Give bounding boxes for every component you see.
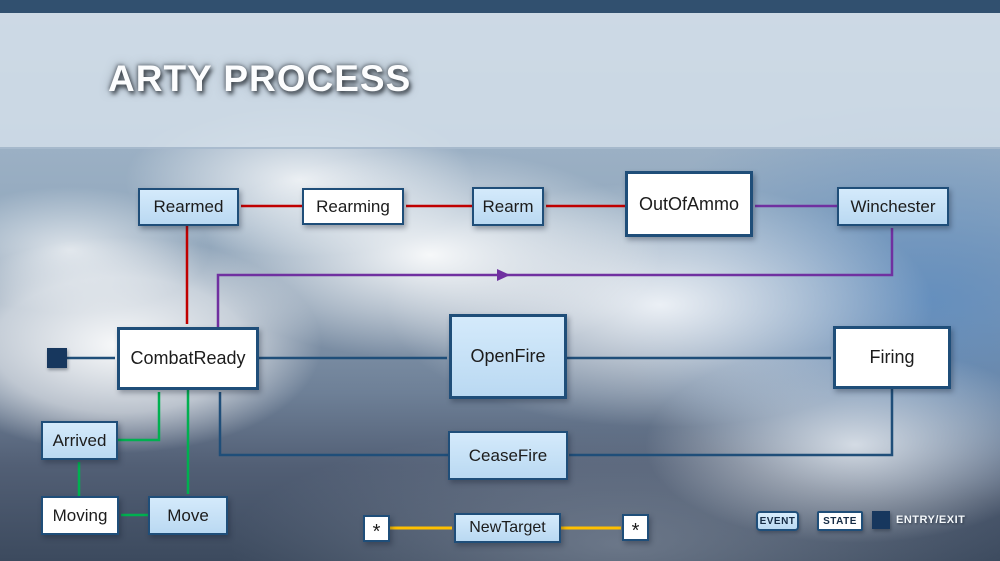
edge-combatready-to-winchester	[216, 228, 894, 327]
page-title: ARTY PROCESS	[108, 58, 412, 99]
node-star-left-label: *	[372, 521, 381, 543]
node-rearmed-label: Rearmed	[153, 197, 224, 216]
edge-arrived-to-combatready	[117, 392, 161, 442]
node-combatready-label: CombatReady	[130, 348, 246, 368]
edge-firing-to-ceasefire	[569, 388, 894, 457]
edge-combatready-winchester-mid-arrow	[497, 269, 510, 281]
node-move-label: Move	[167, 505, 209, 525]
legend-event-label: EVENT	[759, 515, 796, 527]
node-firing-label: Firing	[869, 347, 915, 367]
title-banner	[0, 13, 1000, 149]
node-winchester: Winchester	[837, 187, 949, 226]
node-rearm-label: Rearm	[482, 196, 534, 216]
node-rearming: Rearming	[302, 188, 404, 225]
node-outofammo-label: OutOfAmmo	[638, 193, 740, 214]
node-rearm: Rearm	[472, 187, 544, 226]
node-newtarget-label: NewTarget	[469, 519, 546, 536]
node-outofammo: OutOfAmmo	[625, 171, 753, 237]
entry-exit-marker	[47, 348, 67, 368]
node-openfire-label: OpenFire	[470, 346, 546, 366]
legend-entry-exit-label: ENTRY/EXIT	[896, 514, 966, 526]
node-rearming-label: Rearming	[316, 196, 390, 216]
node-openfire: OpenFire	[449, 314, 567, 399]
node-winchester-label: Winchester	[850, 196, 936, 216]
node-moving: Moving	[41, 496, 119, 535]
node-ceasefire: CeaseFire	[448, 431, 568, 480]
legend-state-box: STATE	[817, 511, 863, 531]
node-arrived: Arrived	[41, 421, 118, 460]
edge-ceasefire-to-combatready	[218, 392, 448, 457]
node-arrived-label: Arrived	[52, 430, 107, 450]
node-combatready: CombatReady	[117, 327, 259, 390]
node-moving-label: Moving	[52, 505, 108, 525]
node-star-right-label: *	[631, 520, 640, 542]
top-bar	[0, 0, 1000, 13]
legend-entry-exit-square	[872, 511, 890, 529]
node-newtarget: NewTarget	[454, 513, 561, 543]
node-ceasefire-label: CeaseFire	[468, 445, 548, 465]
node-star-left: *	[363, 515, 390, 543]
node-star-right: *	[622, 514, 649, 542]
node-firing: Firing	[833, 326, 951, 389]
node-rearmed: Rearmed	[138, 188, 239, 226]
legend-state-label: STATE	[823, 515, 857, 527]
legend-event-box: EVENT	[756, 511, 799, 531]
node-move: Move	[148, 496, 228, 535]
